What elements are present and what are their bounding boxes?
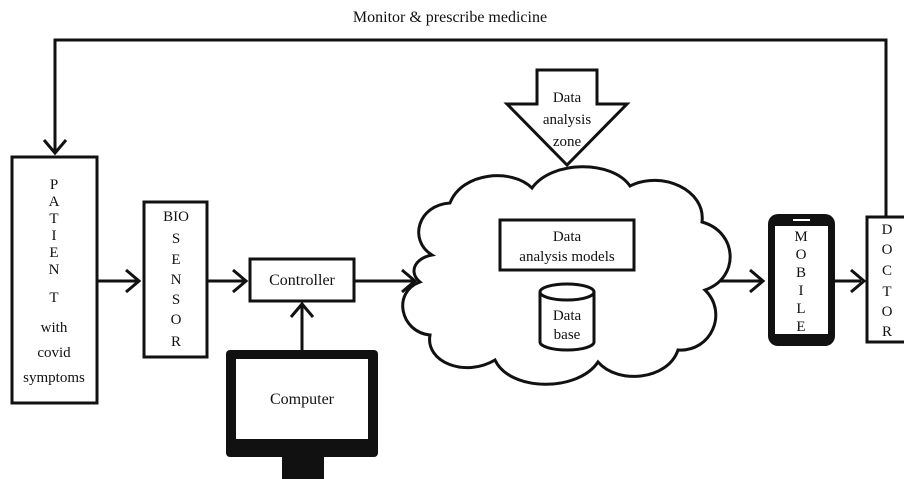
mobile-phone: M O B I L E [768,214,835,346]
monitor-screen [236,359,368,439]
mobile-letter: M [794,229,807,245]
biosensor-label: BIO S E N S O R [163,209,189,350]
patient-letter: E [49,245,58,261]
mobile-letter: L [796,301,805,317]
feedback-arrowhead [42,139,68,156]
database-line: Data [553,308,582,324]
patient-letter: T [49,290,58,306]
mobile-letter: E [796,319,805,335]
mobile-letter: O [796,247,807,263]
feedback-loop-line [53,38,888,217]
arrowhead [125,268,142,294]
biosensor-line: S [172,231,180,247]
doctor-letter: O [882,304,893,320]
analysis-zone-arrow [503,68,631,168]
patient-line: with [41,320,68,336]
analysis-zone-line: zone [553,134,582,150]
patient-letter: P [50,177,58,193]
controller-box [248,257,356,303]
monitor-stand [282,457,324,479]
analysis-models-line: analysis models [519,249,615,265]
database-cylinder: Data base [538,282,596,352]
biosensor-box [142,200,209,359]
doctor-letter: R [882,324,892,340]
mobile-letter: B [796,265,806,281]
doctor-letter: C [882,263,892,279]
arrowhead [749,268,766,294]
biosensor-line: E [171,252,180,268]
doctor-letter: D [882,222,893,238]
patient-letter: A [49,194,60,210]
controller-label: Controller [269,272,335,289]
doctor-letter: O [882,242,893,258]
patient-line: covid [37,345,71,361]
analysis-models-line: Data [553,229,582,245]
patient-label: P A T I E N T with covid symptoms [23,177,85,386]
arrowhead [289,301,315,318]
arrowhead [401,268,418,294]
computer-monitor: Computer [226,350,378,479]
biosensor-line: N [171,272,182,288]
doctor-box [865,215,904,344]
doctor-label: D O C T O R [882,222,893,340]
analysis-zone-label: Data analysis zone [543,90,591,150]
patient-line: symptoms [23,370,85,386]
analysis-zone-line: analysis [543,112,591,128]
arrowhead [850,268,867,294]
biosensor-line: O [171,312,182,328]
database-line: base [554,327,581,343]
biosensor-line: R [171,334,181,350]
database-top [538,282,596,302]
biosensor-line: S [172,292,180,308]
arrowhead [232,268,249,294]
analysis-models-box [498,218,636,272]
database-body [538,292,596,352]
doctor-letter: T [882,284,891,300]
analysis-zone-line: Data [553,90,582,106]
phone-screen [775,226,828,334]
mobile-letter: I [799,283,804,299]
feedback-label: Monitor & prescribe medicine [353,9,547,26]
cloud-shape [401,165,732,386]
patient-letter: N [49,262,60,278]
computer-label: Computer [270,391,335,408]
biosensor-line: BIO [163,209,189,225]
patient-letter: I [52,228,57,244]
patient-letter: T [49,211,58,227]
